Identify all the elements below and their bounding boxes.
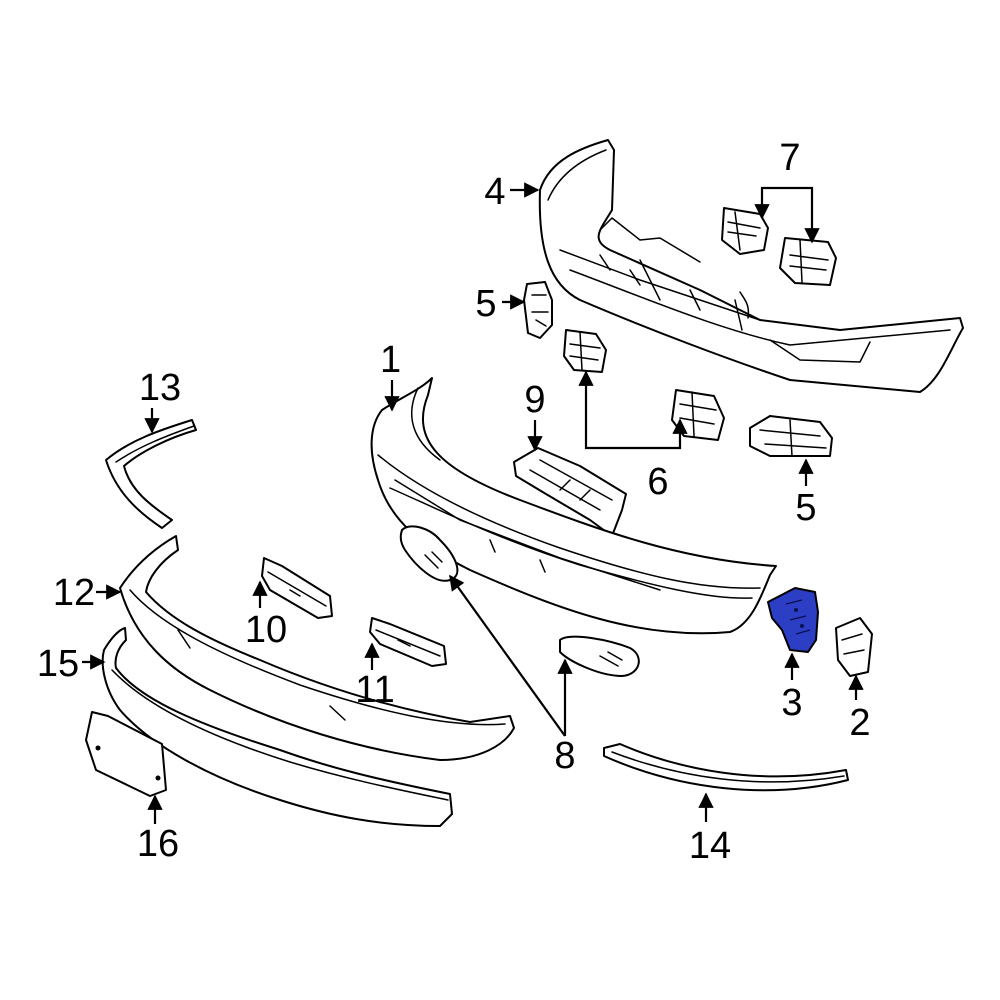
part-2-bracket[interactable] xyxy=(835,617,873,677)
part-3-highlighted-bracket[interactable] xyxy=(767,587,819,653)
callout-6: 6 xyxy=(647,461,668,503)
callout-numbers: 1 2 3 4 5 5 6 7 8 9 10 11 12 13 14 15 16 xyxy=(37,137,871,867)
callout-7: 7 xyxy=(779,137,800,179)
callout-2: 2 xyxy=(849,702,870,744)
callout-1: 1 xyxy=(380,339,401,381)
part-11-bracket[interactable] xyxy=(369,617,447,667)
part-7-absorbers[interactable] xyxy=(721,207,837,286)
part-13-molding[interactable] xyxy=(105,419,197,529)
part-14-strip[interactable] xyxy=(603,743,849,792)
callout-4: 4 xyxy=(484,171,505,213)
callout-8: 8 xyxy=(554,735,575,777)
leader-lines xyxy=(82,182,864,824)
callout-16: 16 xyxy=(137,823,179,865)
callout-9: 9 xyxy=(524,379,545,421)
callout-15: 15 xyxy=(37,643,79,685)
part-10-bracket[interactable] xyxy=(261,557,333,619)
part-8-covers[interactable] xyxy=(399,525,640,677)
part-6-brackets[interactable] xyxy=(563,329,725,441)
part-12-strip[interactable] xyxy=(119,535,515,761)
callout-11: 11 xyxy=(355,669,394,711)
part-5-bracket-upper[interactable] xyxy=(523,281,553,339)
part-1-bumper-cover[interactable] xyxy=(370,377,777,635)
part-9-mount[interactable] xyxy=(513,447,627,537)
callout-12: 12 xyxy=(53,572,95,614)
callout-10: 10 xyxy=(245,609,287,651)
part-4-reinforcement[interactable] xyxy=(538,139,964,393)
callout-14: 14 xyxy=(689,825,731,867)
part-16-license-bracket[interactable] xyxy=(85,711,167,797)
part-5-bracket-lower[interactable] xyxy=(749,415,833,457)
callout-13: 13 xyxy=(139,367,181,409)
callout-5-lower: 5 xyxy=(795,487,816,529)
callout-5-upper: 5 xyxy=(475,283,496,325)
callout-3: 3 xyxy=(781,682,802,724)
